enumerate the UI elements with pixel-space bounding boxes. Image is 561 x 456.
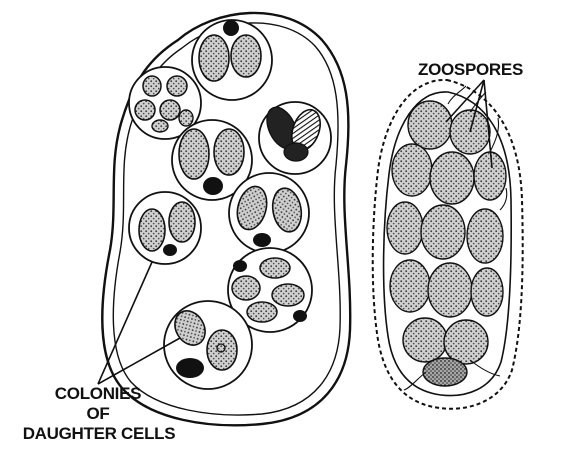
daughter-colony-bottom xyxy=(164,301,252,389)
colonies-label-line1: COLONIES xyxy=(48,384,148,404)
zoospores-label: ZOOSPORES xyxy=(418,60,523,80)
colonies-label-line3: DAUGHTER CELLS xyxy=(0,424,198,444)
daughter-colony-top xyxy=(192,20,272,100)
zoospores xyxy=(387,101,506,386)
colonies-label-line2: OF xyxy=(48,404,148,424)
daughter-colony-middle-left xyxy=(129,192,201,264)
daughter-colony-middle-right xyxy=(229,173,309,253)
daughter-colony-right-dark xyxy=(259,102,331,174)
